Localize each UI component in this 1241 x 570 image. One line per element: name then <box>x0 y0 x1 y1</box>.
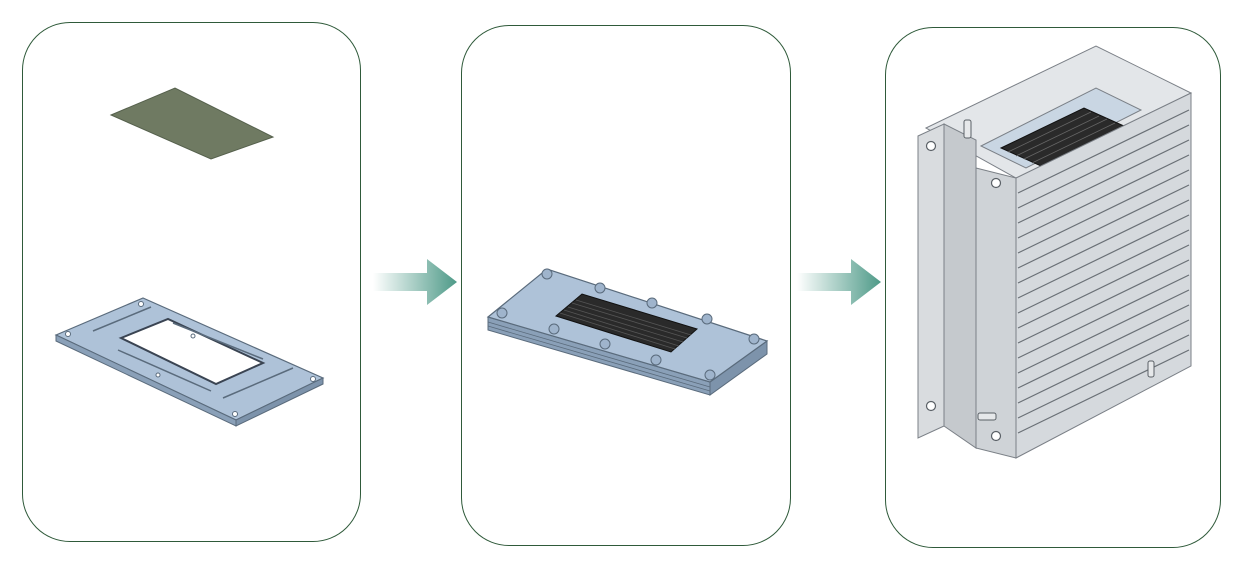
cell-assembly <box>486 268 769 396</box>
stack-layers <box>1017 109 1190 434</box>
membrane-sheet <box>109 87 275 160</box>
stack-housing <box>917 45 1193 459</box>
gasket-frame <box>54 297 325 427</box>
panel-stacked-module <box>885 27 1221 548</box>
stacked-module-illustration <box>917 45 1193 459</box>
panel-cell-assembly <box>461 25 791 546</box>
cell-assembly-illustration <box>486 268 769 396</box>
process-arrow-2 <box>797 259 881 305</box>
fluid-port <box>963 119 1155 421</box>
exploded-parts-illustration <box>54 87 325 427</box>
panel-exploded-parts <box>22 22 361 542</box>
process-arrow-1 <box>373 259 457 305</box>
